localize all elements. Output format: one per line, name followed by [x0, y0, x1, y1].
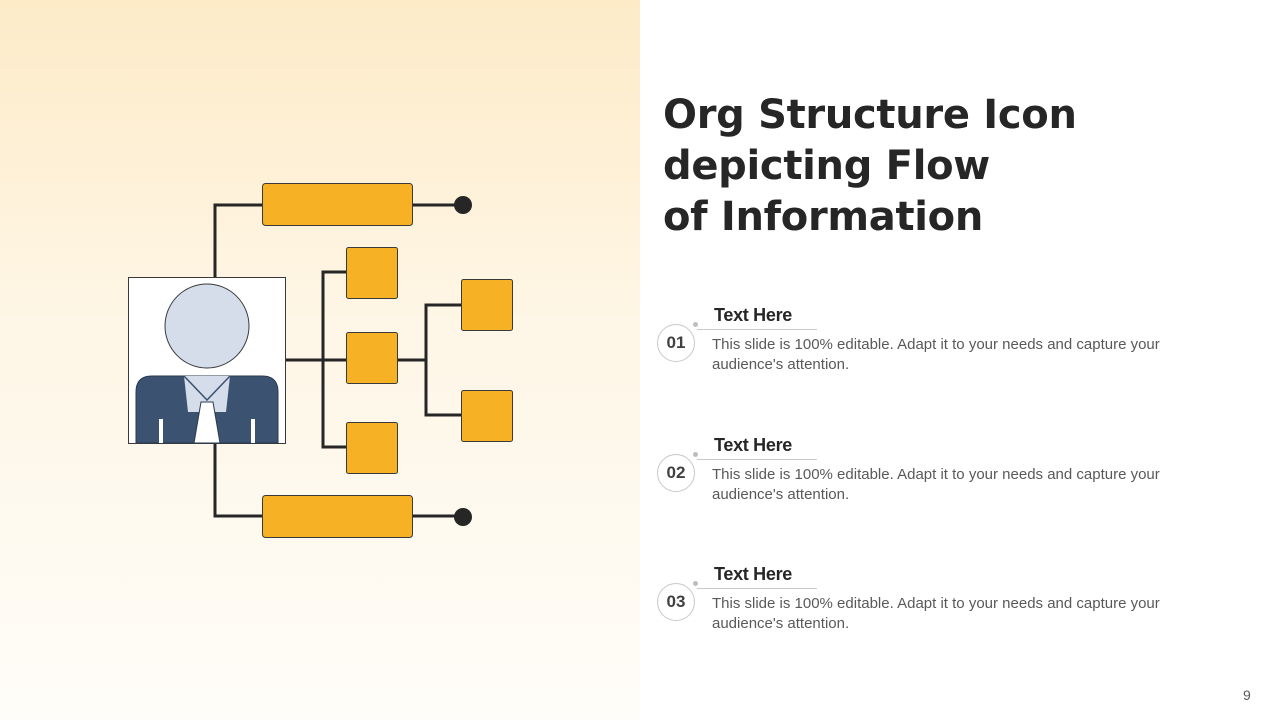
item-heading: Text Here	[714, 435, 793, 455]
item-body-text: This slide is 100% editable. Adapt it to…	[712, 466, 1160, 503]
right-box-2	[461, 390, 513, 442]
item-heading: Text Here	[714, 564, 793, 584]
item-heading: Text Here	[714, 305, 793, 325]
item-number-badge: 02	[657, 454, 695, 492]
middle-box-1	[346, 247, 398, 299]
title-line-3: of Information	[663, 194, 984, 240]
middle-box-2	[346, 332, 398, 384]
middle-box-3	[346, 422, 398, 474]
slide-title: Org Structure Icon depicting Flow of Inf…	[663, 90, 1183, 243]
top-wide-box	[262, 183, 413, 226]
list-item-2: 02 Text Here This slide is 100% editable…	[655, 435, 1215, 530]
heading-divider	[697, 588, 817, 589]
heading-divider	[697, 459, 817, 460]
title-line-1: Org Structure Icon	[663, 92, 1077, 138]
right-box-1	[461, 279, 513, 331]
item-number-badge: 01	[657, 324, 695, 362]
page-number: 9	[1243, 687, 1251, 703]
list-item-3: 03 Text Here This slide is 100% editable…	[655, 564, 1215, 659]
item-number-badge: 03	[657, 583, 695, 621]
connector-dot	[693, 452, 698, 457]
item-body-text: This slide is 100% editable. Adapt it to…	[712, 595, 1160, 632]
heading-divider	[697, 329, 817, 330]
person-avatar-icon	[128, 277, 286, 444]
connector-dot	[693, 581, 698, 586]
top-endpoint-dot	[454, 196, 472, 214]
list-item-1: 01 Text Here This slide is 100% editable…	[655, 305, 1215, 400]
bottom-endpoint-dot	[454, 508, 472, 526]
title-line-2: depicting Flow	[663, 143, 990, 189]
connector-lines	[213, 203, 462, 518]
connector-dot	[693, 322, 698, 327]
item-body-text: This slide is 100% editable. Adapt it to…	[712, 336, 1160, 373]
bottom-wide-box	[262, 495, 413, 538]
org-structure-icon	[128, 183, 513, 538]
